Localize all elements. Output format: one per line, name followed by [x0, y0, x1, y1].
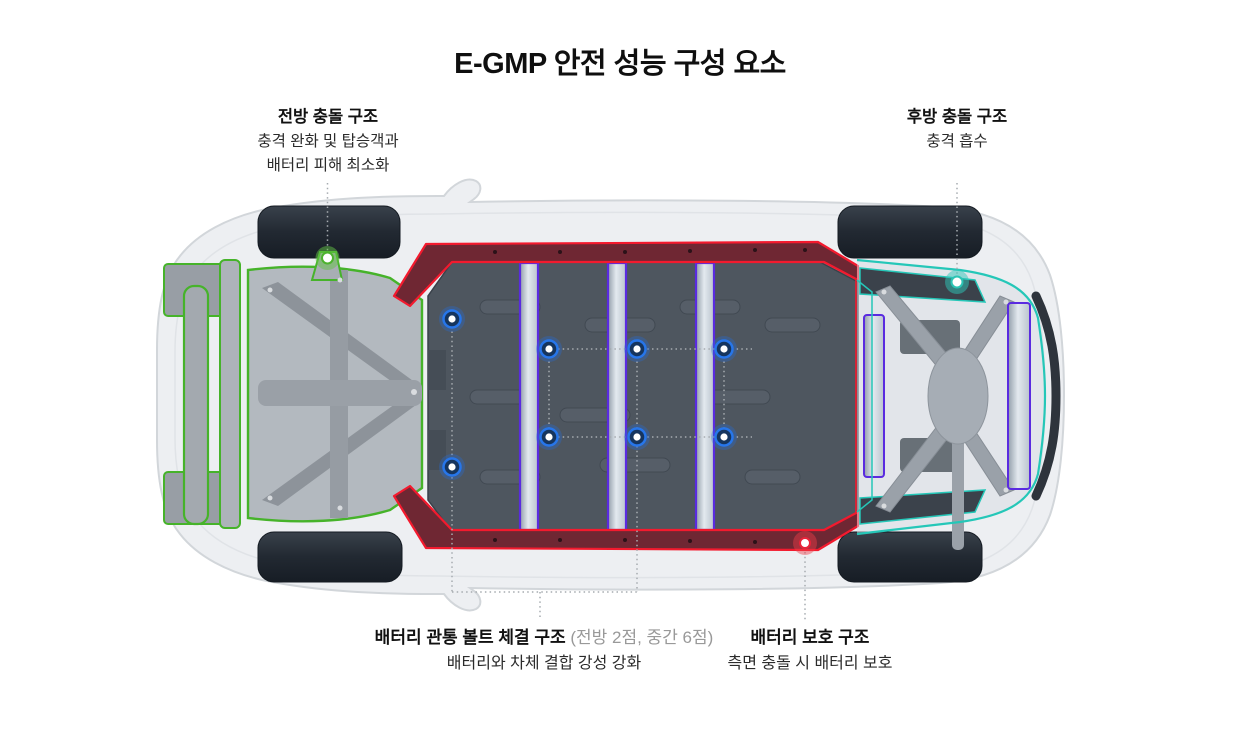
annotation-bolt-desc1: 배터리와 차체 결합 강성 강화: [446, 655, 642, 672]
annotation-bolt-note: (전방 2점, 중간 6점): [570, 628, 714, 647]
annotation-front-desc2: 배터리 피해 최소화: [266, 157, 390, 174]
annotation-protection-desc1: 측면 충돌 시 배터리 보호: [727, 655, 893, 672]
front-crash-structure: [163, 251, 424, 529]
annotation-battery-bolt: 배터리 관통 볼트 체결 구조 (전방 2점, 중간 6점) 배터리와 차체 결…: [375, 624, 714, 677]
rear-marker: [945, 270, 969, 294]
bolt-mid-5: [622, 422, 652, 452]
annotation-rear-collision: 후방 충돌 구조 충격 흡수: [907, 104, 1007, 154]
bolt-mid-1: [534, 334, 564, 364]
annotation-front-desc1: 충격 완화 및 탑승객과: [257, 133, 399, 150]
leader-lines: [326, 183, 958, 620]
rear-crash-structure: [856, 258, 1061, 550]
wheel-rear-left: [837, 205, 983, 259]
bolt-mid-2: [622, 334, 652, 364]
annotation-rear-desc1: 충격 흡수: [926, 133, 988, 150]
page-title: E-GMP 안전 성능 구성 요소: [454, 48, 786, 80]
annotation-protection-title: 배터리 보호 구조: [750, 628, 870, 647]
annotation-front-collision: 전방 충돌 구조 충격 완화 및 탑승객과 배터리 피해 최소화: [257, 104, 398, 178]
bolt-front-2: [437, 452, 467, 482]
battery-pack: [427, 261, 859, 533]
annotation-bolt-title-row: 배터리 관통 볼트 체결 구조 (전방 2점, 중간 6점): [375, 624, 714, 651]
annotation-front-title: 전방 충돌 구조: [277, 108, 379, 126]
wheels: [257, 205, 983, 583]
annotation-battery-protection: 배터리 보호 구조 측면 충돌 시 배터리 보호: [728, 624, 893, 677]
front-marker: [315, 246, 340, 270]
annotation-bolt-title: 배터리 관통 볼트 체결 구조: [374, 628, 566, 647]
bolt-mid-3: [709, 334, 739, 364]
annotation-rear-title: 후방 충돌 구조: [906, 108, 1008, 126]
wheel-front-right: [257, 531, 403, 583]
bolt-mid-4: [534, 422, 564, 452]
bolt-front-1: [437, 304, 467, 334]
callout-markers: [315, 246, 969, 555]
battery-cross-members: [518, 261, 716, 532]
bolt-mid-6: [709, 422, 739, 452]
wheel-rear-right: [837, 531, 983, 583]
battery-protection-marker: [793, 531, 817, 555]
